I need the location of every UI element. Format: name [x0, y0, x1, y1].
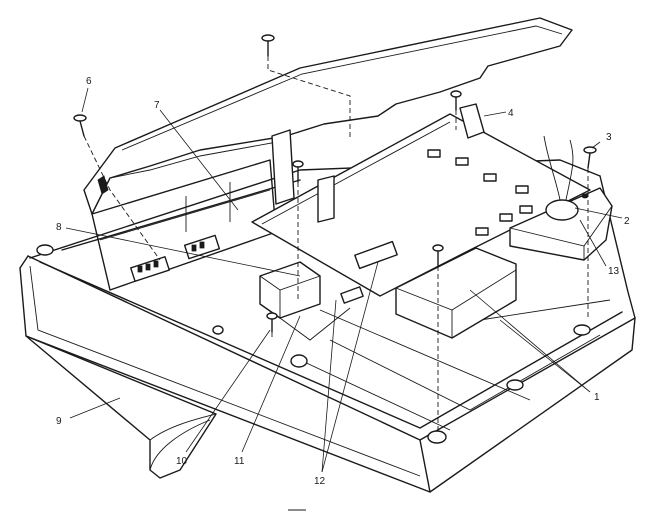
base-housing: [19, 159, 636, 493]
front-bracket: [259, 240, 398, 341]
screw-icon: [583, 146, 597, 169]
screw-icon: [73, 114, 87, 137]
callout-6: 6: [86, 76, 92, 87]
callout-2: 2: [624, 216, 630, 227]
screw-icon: [450, 90, 462, 111]
callout-8: 8: [56, 222, 62, 233]
relay-module: [509, 135, 613, 261]
callout-3: 3: [606, 132, 612, 143]
screw-icon: [266, 312, 278, 333]
transformer-block: [395, 247, 517, 339]
callout-9: 9: [56, 416, 62, 427]
leader-lines: [65, 87, 623, 473]
callout-13: 13: [608, 266, 620, 277]
callout-labels: 1 2 3 4 6 7 8 9 10 11 12 13: [56, 76, 630, 487]
callout-10: 10: [176, 456, 188, 467]
assembly-guide-lines: [83, 56, 589, 430]
callout-4: 4: [508, 108, 514, 119]
callout-12: 12: [314, 476, 326, 487]
callout-1: 1: [594, 392, 600, 403]
rear-connector-panel: [91, 159, 277, 291]
standoff-posts: [271, 103, 485, 223]
screws: [73, 34, 597, 333]
screw-icon: [261, 34, 275, 57]
callout-7: 7: [154, 100, 160, 111]
screw-icon: [292, 160, 304, 183]
screw-icon: [432, 244, 444, 267]
bottom-handle-flap: [25, 335, 217, 479]
callout-11: 11: [234, 456, 245, 467]
top-cover-plate: [83, 17, 573, 215]
